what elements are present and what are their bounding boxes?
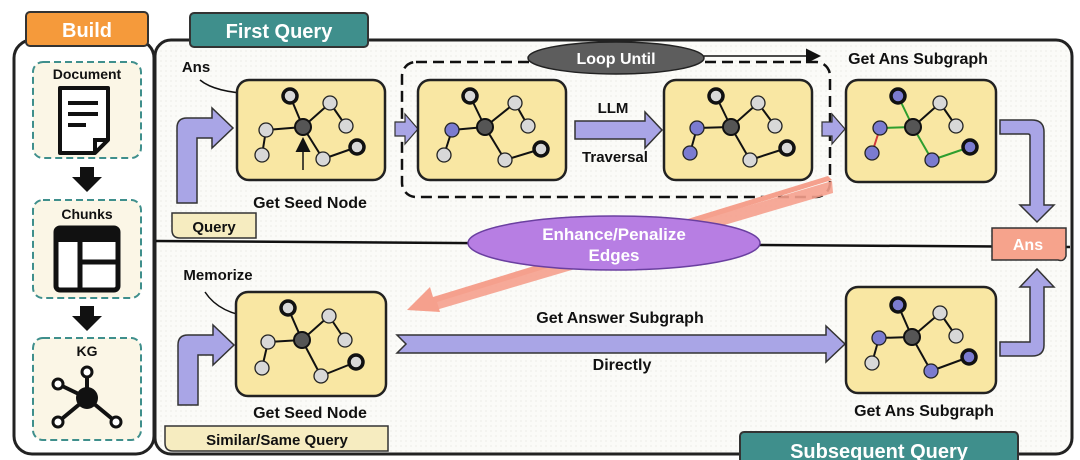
subsequent-query-tab-label: Subsequent Query [790,441,969,460]
build-tab[interactable] [25,11,149,47]
seed-caption-first: Get Seed Node [253,195,367,212]
similar-query-tag: Similar/Same Query [164,425,389,452]
answer-node [281,87,299,105]
answer-output-tag: Ans [991,227,1067,262]
chunks-icon [53,225,121,293]
knowledge-graph-icon [51,365,123,429]
memorize-label: Memorize [183,267,252,284]
output-arrow-top [999,119,1056,224]
loop-target-label: Get Ans Subgraph [848,51,988,68]
seed-graph-subsequent [234,290,388,398]
direct-arrow-top-label: Get Answer Subgraph [536,310,703,327]
subsequent-query-tab[interactable] [739,431,1019,460]
query-input-arrow [176,106,235,204]
document-icon [58,86,110,155]
document-label: Document [53,66,122,82]
answer-output-label: Ans [1013,237,1043,254]
answer-subgraph-first [844,78,998,184]
llm-traversal-arrow [574,110,664,150]
down-arrow-icon [72,306,102,331]
enhance-label-line1: Enhance/Penalize [542,225,686,244]
direct-arrow-bottom-label: Directly [593,357,652,374]
chunks-card: Chunks [32,199,142,299]
subgraph-caption-subsequent: Get Ans Subgraph [854,403,994,420]
query-tag-label: Query [192,219,236,236]
answer-subgraph-subsequent [844,285,998,395]
down-arrow-icon [72,167,102,192]
enhance-label-line2: Edges [588,246,639,265]
chunks-label: Chunks [61,206,113,222]
build-panel: Build Document Chunks [12,11,156,456]
output-arrow-bottom [999,267,1056,357]
first-query-tab[interactable] [189,12,369,48]
seed-graph-first [235,78,387,182]
kg-label: KG [77,343,98,359]
purple-arrow [394,112,419,146]
llm-label: LLM [598,100,629,117]
enhance-penalize-badge [467,215,761,271]
query-tag: Query [171,212,257,239]
similar-query-label: Similar/Same Query [206,432,348,449]
loop-until-label: Loop Until [576,51,655,68]
direct-answer-arrow [395,324,847,364]
loop-graph-1 [416,78,568,182]
similar-query-input-arrow [177,323,236,406]
loop-until-badge [527,41,705,75]
build-tab-label: Build [62,20,112,42]
first-query-tab-label: First Query [226,21,334,43]
document-card: Document [32,61,142,159]
kg-card: KG [32,337,142,441]
traversal-label: Traversal [582,149,648,166]
ans-annotation-label: Ans [182,59,210,76]
seed-caption-subsequent: Get Seed Node [253,405,367,422]
purple-arrow [821,112,846,146]
loop-graph-2 [662,78,814,182]
